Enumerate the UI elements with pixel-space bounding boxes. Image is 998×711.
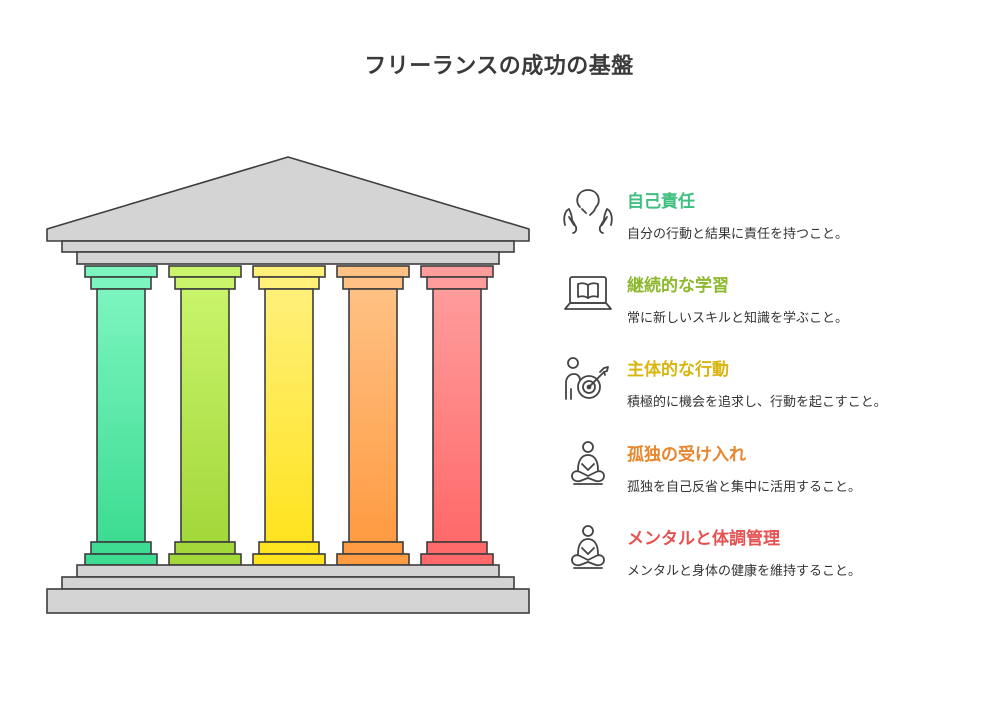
pillar-description: 自分の行動と結果に責任を持つこと。 <box>627 227 849 242</box>
temple-entablature-upper <box>61 240 515 253</box>
column-shaft <box>348 288 398 543</box>
column-capital-top <box>420 265 494 278</box>
column-capital-bottom <box>90 276 152 290</box>
pillar-heading: メンタルと体調管理 <box>627 529 780 549</box>
column-capital-bottom <box>426 276 488 290</box>
column-shaft <box>432 288 482 543</box>
pillar-description: 常に新しいスキルと知識を学ぶこと。 <box>627 311 849 326</box>
column-shaft <box>264 288 314 543</box>
column-shaft <box>96 288 146 543</box>
temple-roof <box>46 156 530 242</box>
pillar-description: 孤独を自己反省と集中に活用すること。 <box>627 480 862 495</box>
pillar-item-solitude: 孤独の受け入れ 孤独を自己反省と集中に活用すること。 <box>560 440 980 510</box>
column-capital-top <box>336 265 410 278</box>
pillar-heading: 主体的な行動 <box>627 360 729 380</box>
pillar-item-responsibility: 自己責任 自分の行動と結果に責任を持つこと。 <box>560 187 980 257</box>
column-capital-bottom <box>342 276 404 290</box>
column-base-top <box>90 541 152 555</box>
pillar-description: 積極的に機会を追求し、行動を起こすこと。 <box>627 395 887 410</box>
column-capital-bottom <box>258 276 320 290</box>
hands-head-icon <box>563 189 613 234</box>
pillar-heading: 継続的な学習 <box>627 276 729 296</box>
column-base-bottom <box>168 553 242 566</box>
temple-entablature-lower <box>76 251 500 265</box>
pillar-heading: 自己責任 <box>627 192 695 212</box>
column-base-bottom <box>336 553 410 566</box>
pillar-item-learning: 継続的な学習 常に新しいスキルと知識を学ぶこと。 <box>560 271 980 341</box>
pillar-heading: 孤独の受け入れ <box>627 445 746 465</box>
column-base-top <box>426 541 488 555</box>
meditating-person-icon <box>571 441 605 485</box>
column-base-top <box>258 541 320 555</box>
meditation-icon <box>571 525 605 569</box>
column-base-bottom <box>420 553 494 566</box>
column-base-bottom <box>252 553 326 566</box>
temple-columns <box>84 265 494 566</box>
column-capital-top <box>168 265 242 278</box>
column-base-top <box>342 541 404 555</box>
column-base-top <box>174 541 236 555</box>
pillar-description: メンタルと身体の健康を維持すること。 <box>627 564 862 579</box>
pillar-item-proactive: 主体的な行動 積極的に機会を追求し、行動を起こすこと。 <box>560 355 980 425</box>
person-target-icon <box>565 357 609 400</box>
column-shaft <box>180 288 230 543</box>
column-capital-bottom <box>174 276 236 290</box>
page-title: フリーランスの成功の基盤 <box>364 54 634 79</box>
temple-base-middle <box>61 576 515 590</box>
column-capital-top <box>252 265 326 278</box>
laptop-book-icon <box>564 276 612 310</box>
temple-base-top <box>76 564 500 578</box>
temple-base-bottom <box>46 588 530 614</box>
column-capital-top <box>84 265 158 278</box>
column-base-bottom <box>84 553 158 566</box>
pillar-item-health: メンタルと体調管理 メンタルと身体の健康を維持すること。 <box>560 524 980 594</box>
